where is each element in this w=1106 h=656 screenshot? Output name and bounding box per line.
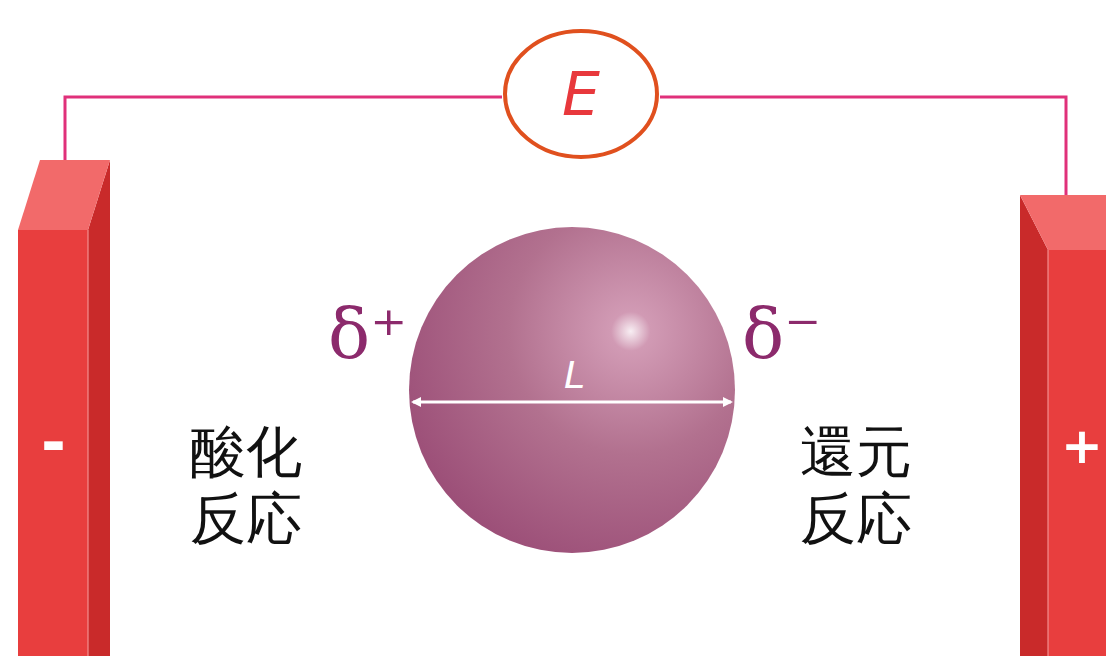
positive-electrode-text: + [1061,421,1103,471]
negative-electrode-outline [15,160,115,656]
circuit-wire [65,97,502,196]
negative-electrode-text: - [41,412,66,472]
voltage-source-text: E [562,64,600,124]
partial-charge: δ⁻ [742,292,821,376]
circuit-wire [660,97,1066,212]
reaction-label: 酸化 反応 [190,418,330,552]
particle-sphere-text: L [564,356,585,394]
negative-electrode: - [15,160,115,656]
particle-sphere: L [407,225,737,555]
partial-charge: δ⁺ [328,292,407,376]
reaction-label: 還元 反応 [800,418,940,552]
positive-electrode: + [1016,190,1106,656]
voltage-source: E [502,28,660,160]
